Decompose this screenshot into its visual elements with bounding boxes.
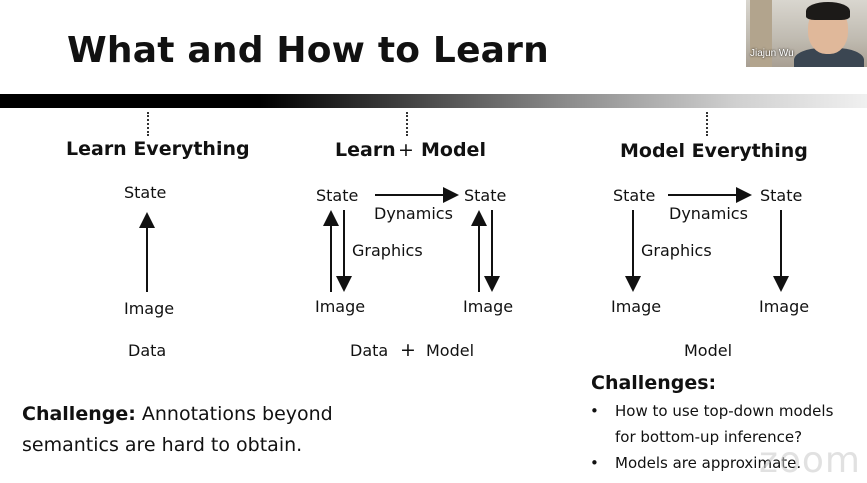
col2-image-right-label: Image xyxy=(463,297,514,316)
bullet-dot-2: • xyxy=(590,454,599,472)
dotted-connector-middle xyxy=(406,112,408,136)
col1-image-label: Image xyxy=(124,299,175,318)
col2-state-right-label: State xyxy=(464,186,507,205)
col1-state-label: State xyxy=(124,183,167,202)
col2-caption-model: Model xyxy=(426,341,475,360)
challenge-left-text2: semantics are hard to obtain. xyxy=(22,434,303,456)
col2-graphics-label: Graphics xyxy=(352,241,423,260)
participant-hair xyxy=(806,2,850,20)
col3-image-right-label: Image xyxy=(759,297,810,316)
col3-state-left-label: State xyxy=(613,186,656,205)
dotted-connector-left xyxy=(147,112,149,136)
heading-plus: + xyxy=(398,139,414,161)
heading-model: Model xyxy=(421,139,486,161)
challenge-left-label: Challenge: xyxy=(22,403,136,425)
col2-state-left-label: State xyxy=(316,186,359,205)
challenge-left-line1: Challenge: Annotations beyond xyxy=(22,403,333,425)
participant-video[interactable]: Jiajun Wu xyxy=(746,0,867,67)
col3-caption: Model xyxy=(684,341,733,360)
heading-learn: Learn xyxy=(335,139,396,161)
col2-image-left-label: Image xyxy=(315,297,366,316)
col3-graphics-label: Graphics xyxy=(641,241,712,260)
col2-caption-plus: + xyxy=(400,339,416,361)
background-door xyxy=(750,0,772,67)
heading-learn-everything: Learn Everything xyxy=(66,138,250,160)
col1-caption: Data xyxy=(128,341,167,360)
dotted-connector-right xyxy=(706,112,708,136)
challenge-left-text1: Annotations beyond xyxy=(141,403,333,425)
col3-state-right-label: State xyxy=(760,186,803,205)
bullet-2-line1: Models are approximate. xyxy=(615,454,802,472)
challenges-heading: Challenges: xyxy=(591,372,717,394)
participant-shirt xyxy=(794,48,864,67)
col2-dynamics-label: Dynamics xyxy=(374,204,453,223)
title-divider-bar xyxy=(0,94,867,108)
participant-name: Jiajun Wu xyxy=(750,48,794,59)
bullet-1-line1: How to use top-down models xyxy=(615,402,834,420)
slide-title: What and How to Learn xyxy=(67,30,549,71)
heading-model-everything: Model Everything xyxy=(620,140,808,162)
bullet-dot-1: • xyxy=(590,402,599,420)
col3-dynamics-label: Dynamics xyxy=(669,204,748,223)
bullet-1-line2: for bottom-up inference? xyxy=(615,428,803,446)
col3-image-left-label: Image xyxy=(611,297,662,316)
zoom-watermark: zoom xyxy=(758,440,861,481)
col2-caption-data: Data xyxy=(350,341,389,360)
